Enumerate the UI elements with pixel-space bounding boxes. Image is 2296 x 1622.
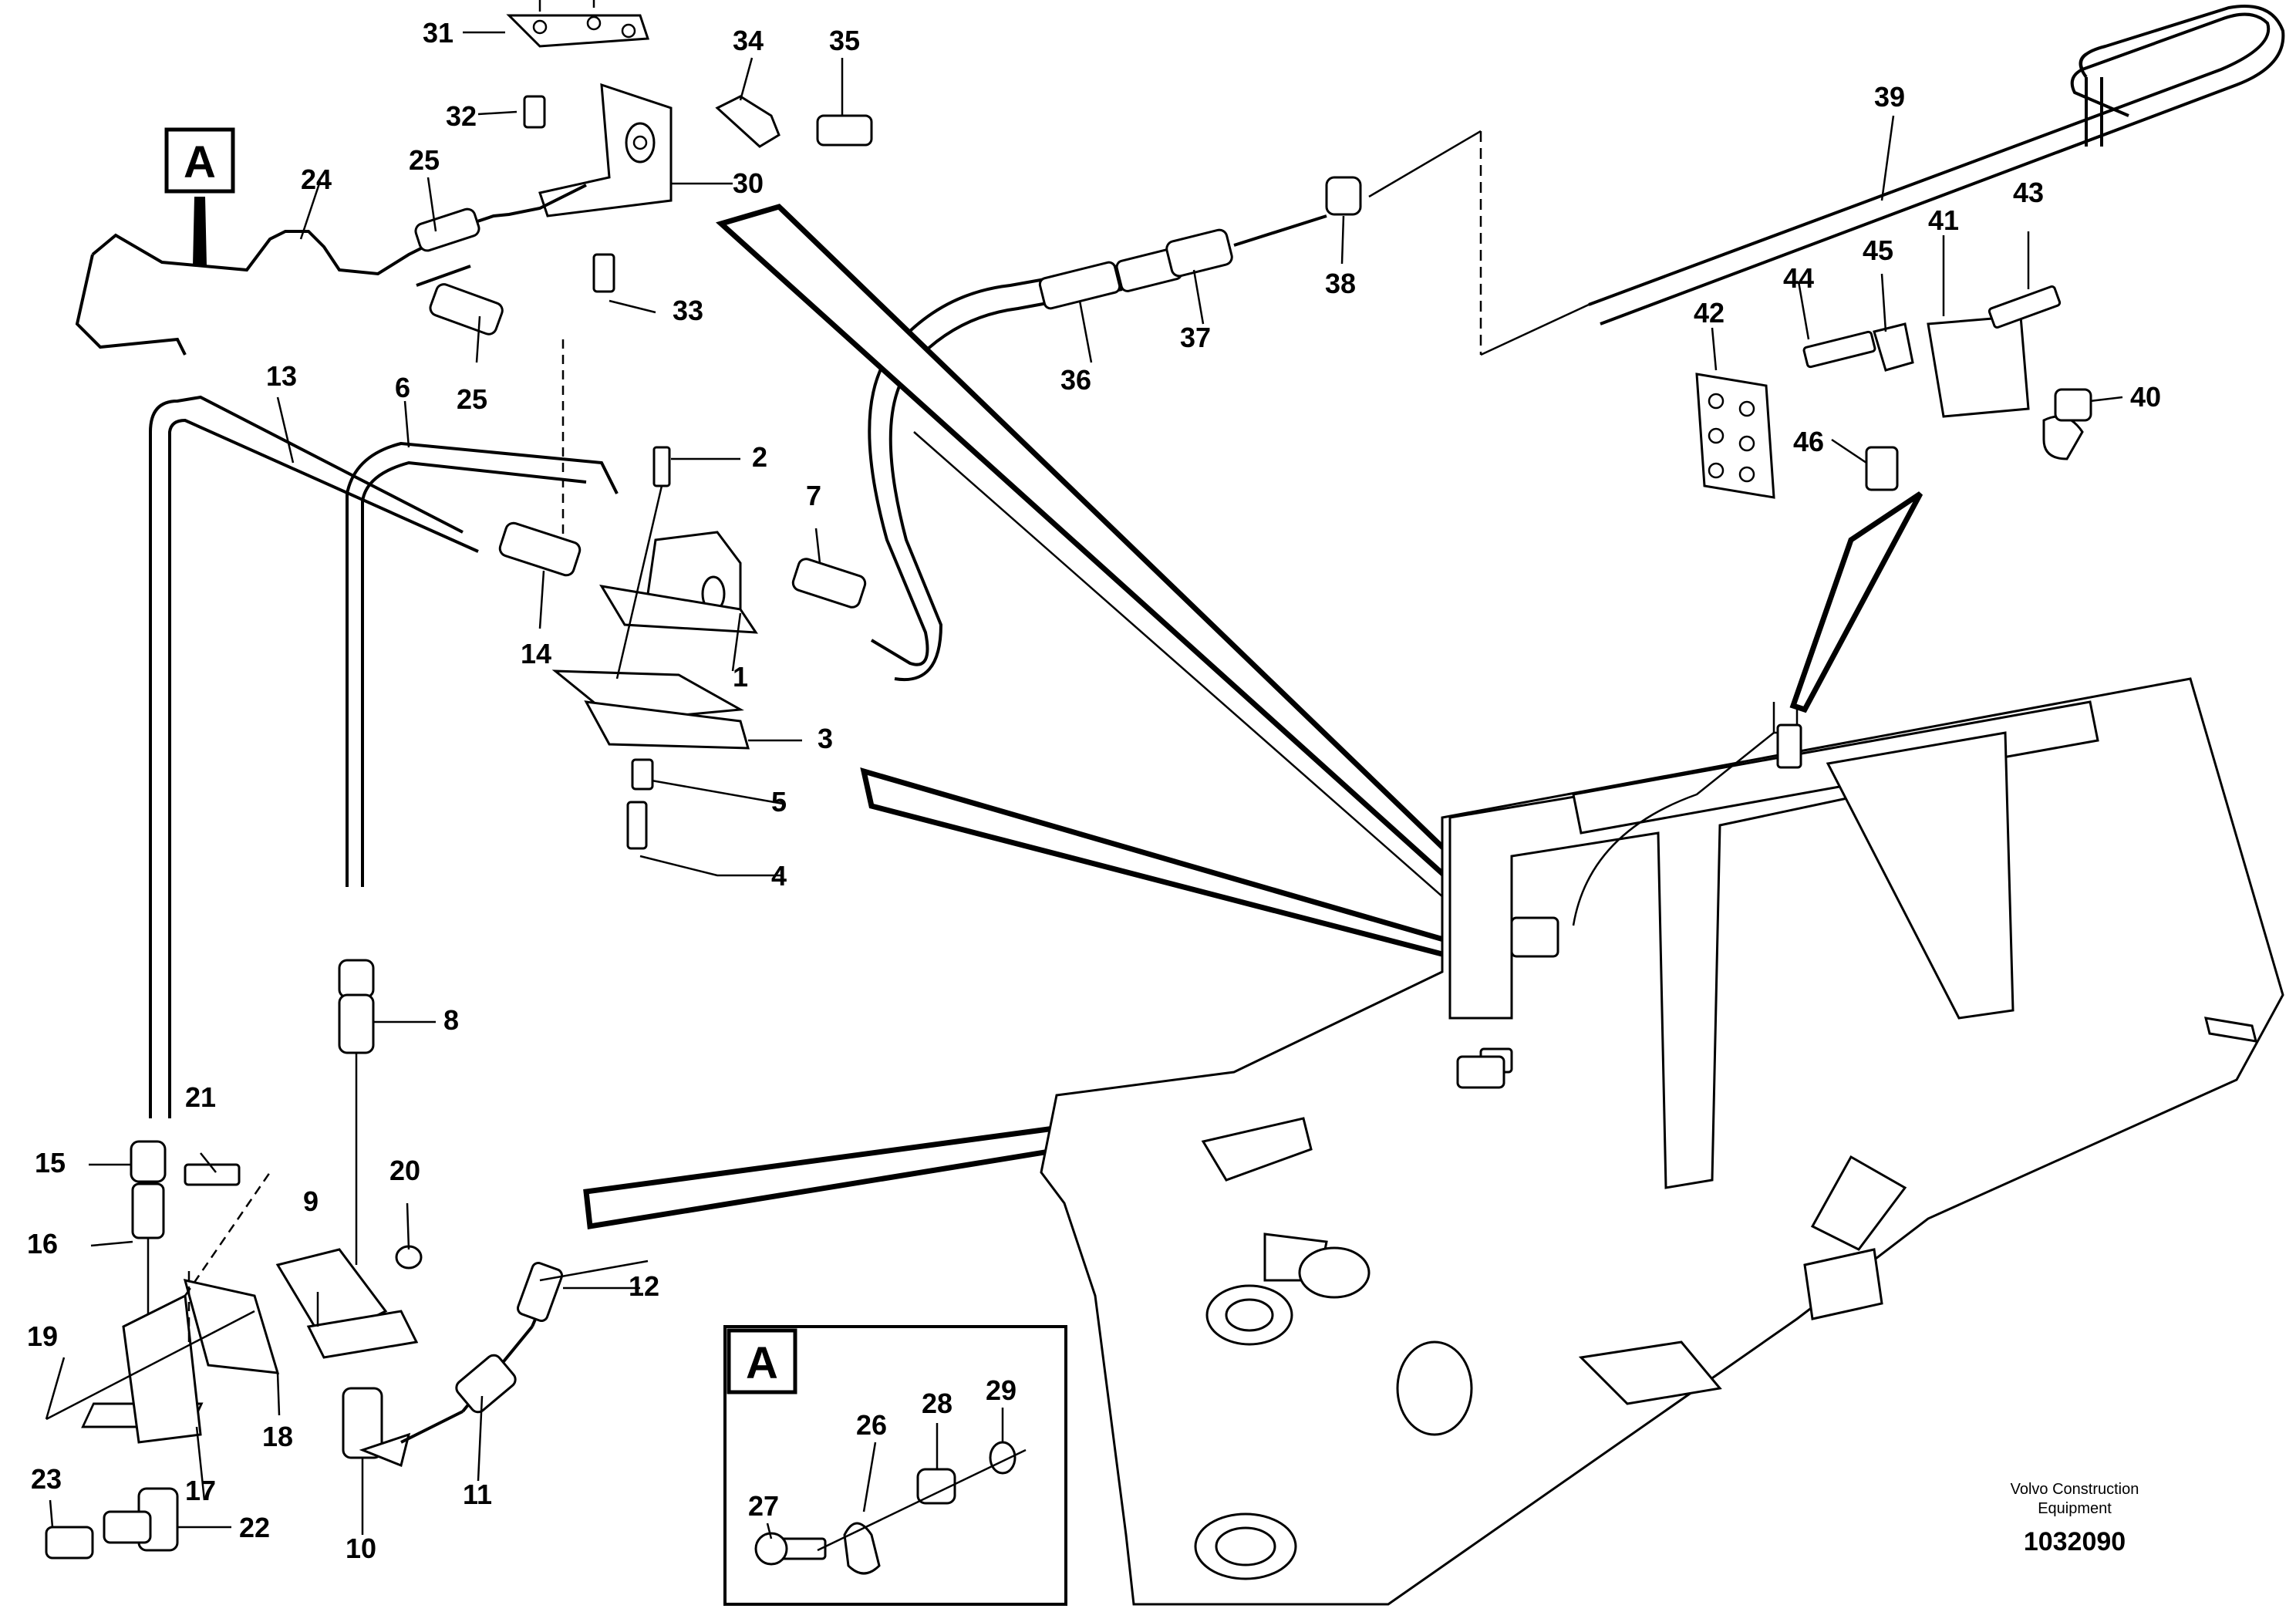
callout-44: 44 [1783,262,1814,294]
callout-36: 36 [1060,364,1091,396]
callout-7: 7 [806,480,821,511]
callout-3: 3 [818,723,833,754]
callout-6: 6 [395,372,410,403]
callout-43: 43 [2013,177,2044,208]
callout-24: 24 [301,164,332,195]
callout-38: 38 [1325,268,1356,299]
pipe-13 [149,395,464,1118]
callout-39: 39 [1874,81,1905,113]
callout-10: 10 [346,1533,376,1564]
footer-company-line1: Volvo Construction [2011,1481,2139,1498]
footer-doc-number: 1032090 [2024,1527,2126,1556]
callout-42: 42 [1694,297,1725,329]
callout-31: 31 [423,17,453,49]
footer-company-line2: Equipment [2038,1500,2112,1517]
pipe-6 [346,441,619,887]
bracket-assembly-right [1695,285,2092,499]
pipe-24 [75,184,587,356]
bracket-assembly-top [506,0,873,293]
callout-21: 21 [185,1081,216,1113]
callout-35: 35 [829,25,860,56]
callout-25-upper: 25 [409,144,440,176]
callout-46: 46 [1793,426,1824,457]
callout-1: 1 [733,661,748,693]
callout-5: 5 [771,786,787,818]
callout-45: 45 [1863,234,1893,266]
callout-8: 8 [443,1004,459,1036]
callout-19: 19 [27,1320,58,1352]
callout-34: 34 [733,25,764,56]
callout-15: 15 [35,1147,66,1179]
fitting-7 [791,558,867,609]
leader-lines [45,31,2123,1539]
view-marker-a-label: A [184,137,216,187]
callout-18: 18 [262,1421,293,1452]
callout-32: 32 [446,100,477,132]
callout-14: 14 [521,638,551,669]
callout-30: 30 [733,167,764,199]
callout-4: 4 [771,860,787,892]
callout-25-lower: 25 [457,383,487,415]
lower-left-fittings [45,959,564,1560]
callout-16: 16 [27,1228,58,1259]
hose-36 [868,265,1119,666]
pipe-39 [1588,12,2271,306]
callout-27: 27 [748,1490,779,1522]
callout-20: 20 [389,1155,420,1186]
callout-17: 17 [185,1475,216,1506]
fitting-25-lower [429,283,504,336]
callout-40: 40 [2130,381,2161,413]
machine-frame [1040,677,2284,1606]
detail-marker-a-label: A [746,1338,778,1388]
callout-2: 2 [752,441,767,473]
callout-26: 26 [856,1409,887,1441]
callout-13: 13 [266,360,297,392]
callout-29: 29 [986,1374,1017,1406]
pointer-wedge-1 [716,204,1515,929]
view-marker-a: A [164,127,235,266]
pointer-wedge-4 [1789,491,1923,713]
detail-inset-a: A [723,1325,1067,1606]
callout-labels: 1 2 3 4 5 6 7 8 9 10 11 12 13 14 15 16 1… [27,17,2161,1564]
callout-9: 9 [303,1185,319,1217]
callout-37: 37 [1180,322,1211,353]
callout-41: 41 [1928,204,1959,236]
fitting-25-upper [414,207,480,252]
callout-33: 33 [673,295,703,326]
callout-22: 22 [239,1512,270,1543]
callout-11: 11 [463,1479,492,1510]
nut-38 [1325,176,1362,216]
callout-12: 12 [629,1270,659,1302]
fitting-14 [498,521,582,577]
callout-28: 28 [922,1388,952,1419]
valve-block-1 [551,446,758,850]
footer: Volvo Construction Equipment 1032090 [2011,1481,2139,1556]
callout-23: 23 [31,1463,62,1495]
